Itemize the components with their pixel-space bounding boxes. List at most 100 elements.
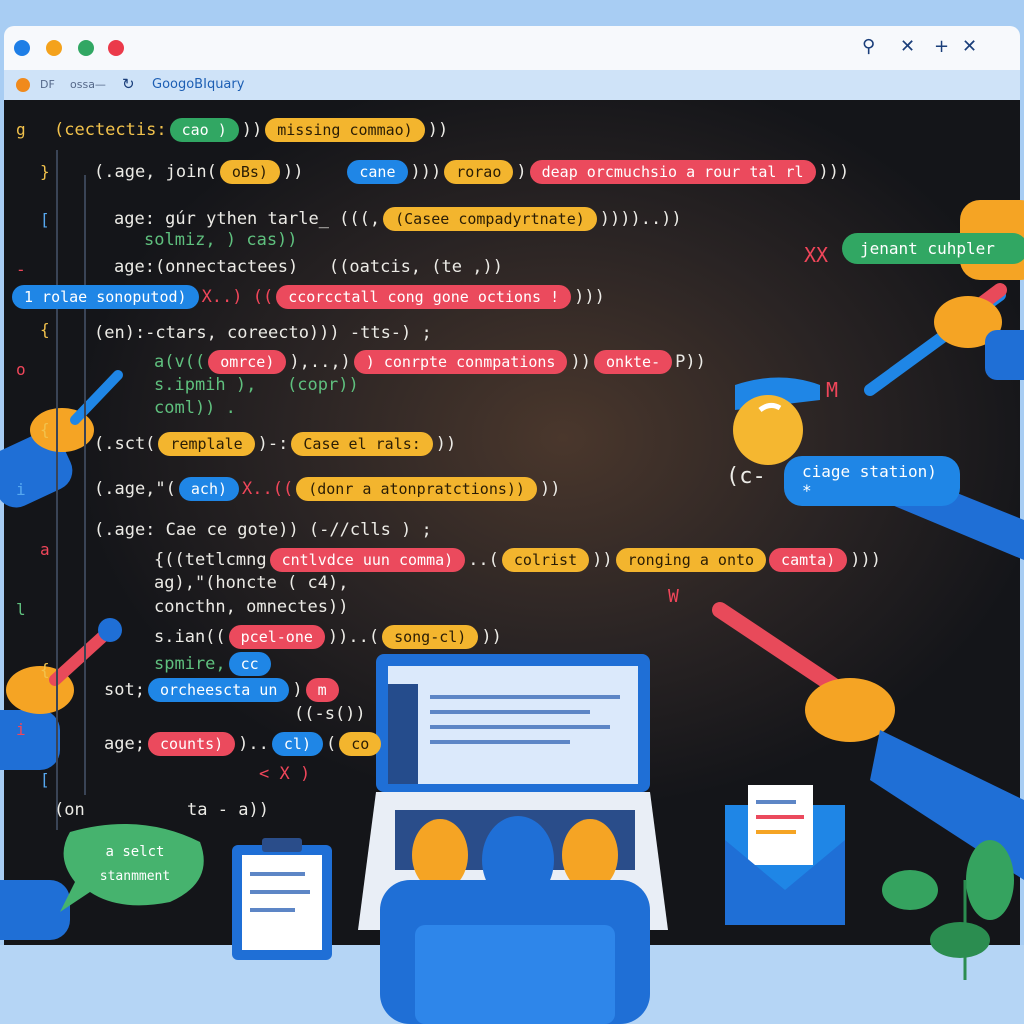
code-text: s.ian((	[154, 627, 226, 647]
star-icon: *	[802, 481, 812, 500]
code-highlight-pill[interactable]: oBs)	[219, 160, 280, 184]
window-titlebar: ⚲ ✕ + ✕	[4, 26, 1020, 70]
code-highlight-pill[interactable]: colrist	[501, 548, 590, 572]
code-line: concthn, omnectes))	[154, 597, 348, 617]
page-title: GoogoBIquary	[152, 77, 245, 92]
suggestion-pill-blue[interactable]: ciage station) *	[784, 456, 960, 506]
person-typing-icon	[380, 816, 650, 1024]
plus-icon[interactable]: +	[934, 36, 950, 57]
code-text: concthn, omnectes))	[154, 597, 349, 617]
close-icon[interactable]: ✕	[962, 36, 978, 57]
code-highlight-pill[interactable]: cao )	[169, 118, 239, 142]
code-highlight-pill[interactable]: missing commao)	[265, 118, 425, 142]
code-line: (en):-ctars, coreecto))) -tts-) ;	[94, 323, 432, 343]
code-text: ))	[539, 479, 561, 499]
code-highlight-pill[interactable]: co	[339, 732, 382, 756]
code-text: ag),"(honcte ( c4),	[154, 573, 349, 593]
code-highlight-pill[interactable]: song-cl)	[382, 625, 479, 649]
code-line: a(v((omrce)),..,)) conrpte conmpations))…	[154, 350, 706, 374]
gutter-glyph: {	[40, 660, 50, 679]
code-text: (en):-ctars, coreecto))) -tts-) ;	[94, 323, 432, 343]
code-highlight-pill[interactable]: ccorcctall cong gone octions !	[276, 285, 572, 309]
code-text: )..	[238, 734, 269, 754]
indent-guide	[56, 150, 58, 830]
code-text: ))	[282, 162, 345, 182]
code-highlight-pill[interactable]: remplale	[158, 432, 255, 456]
code-highlight-pill[interactable]: camta)	[769, 548, 848, 572]
code-highlight-pill[interactable]: (donr a atonpratctions))	[296, 477, 537, 501]
code-highlight-pill[interactable]: ) conrpte conmpations	[353, 350, 568, 374]
code-highlight-pill[interactable]: cntlvdce uun comma)	[269, 548, 466, 572]
code-highlight-pill[interactable]: pcel-one	[228, 625, 325, 649]
code-text: X..) ((	[201, 287, 274, 307]
code-text: (	[325, 734, 337, 754]
envelope-icon	[725, 785, 845, 925]
code-highlight-pill[interactable]: counts)	[147, 732, 236, 756]
code-highlight-pill[interactable]: cl)	[271, 732, 323, 756]
window-control-green[interactable]	[78, 40, 94, 56]
code-text: ))	[481, 627, 502, 647]
reload-icon[interactable]: ↻	[122, 75, 135, 93]
code-highlight-pill[interactable]: cc	[228, 652, 271, 676]
search-icon[interactable]: ⚲	[862, 36, 876, 57]
code-highlight-pill[interactable]: m	[305, 678, 339, 702]
code-line: age: gúr ythen tarle_ (((,(Casee compady…	[114, 207, 682, 231]
close-icon[interactable]: ✕	[900, 36, 916, 57]
code-highlight-pill[interactable]: deap orcmuchsio a rour tal rl	[529, 160, 816, 184]
code-text: s.ipmih ), (copr))	[154, 375, 359, 395]
window-control-yellow[interactable]	[46, 40, 62, 56]
code-line: sot;orcheescta un)m	[104, 678, 339, 702]
code-line: 1 rolae sonoputod)X..) ((ccorcctall cong…	[12, 285, 605, 309]
code-editor[interactable]: g } [ - { o { i a l { i [ (cectectis:cao…	[4, 100, 1024, 945]
code-line: solmiz, ) cas))	[144, 230, 298, 250]
code-text: ))	[427, 120, 449, 140]
code-text: (.age,"(	[94, 479, 176, 499]
code-line: < X )	[259, 764, 310, 784]
code-text: )))	[410, 162, 442, 182]
favicon	[16, 78, 30, 92]
code-text: < X )	[259, 764, 311, 784]
code-highlight-pill[interactable]: rorao	[444, 160, 514, 184]
code-text: X..((	[242, 479, 294, 499]
code-highlight-pill[interactable]: 1 rolae sonoputod)	[12, 285, 199, 309]
code-text: ))	[435, 434, 457, 454]
code-highlight-pill[interactable]: Case el rals:	[291, 432, 433, 456]
code-line: age;counts))..cl)(co	[104, 732, 382, 756]
address-label: ossa—	[70, 78, 106, 91]
gutter-glyph: i	[16, 480, 26, 499]
bubble-line-1: a selct	[105, 844, 164, 860]
gutter-glyph: {	[40, 320, 50, 339]
code-line: spmire,cc	[154, 652, 271, 676]
lightbulb-icon	[733, 377, 820, 465]
code-highlight-pill[interactable]: ach)	[178, 477, 240, 501]
error-mark: M	[826, 378, 839, 402]
window-control-red[interactable]	[108, 40, 124, 56]
code-line: coml)) .	[154, 398, 236, 418]
code-text: (.age, join(	[94, 162, 217, 182]
bubble-line-2: stanmment	[100, 869, 170, 884]
address-bar[interactable]: DF ossa— ↻ GoogoBIquary	[4, 70, 1020, 100]
code-text: )))	[850, 550, 881, 570]
pill-label: ciage station)	[802, 462, 937, 481]
gutter-glyph: g	[16, 120, 26, 139]
code-highlight-pill[interactable]: onkte-	[593, 350, 673, 374]
code-highlight-pill[interactable]: cane	[347, 160, 408, 184]
code-line: (.age,"(ach)X..(((donr a atonpratctions)…	[94, 477, 560, 501]
suggestion-pill-green[interactable]: jenant cuhpler	[842, 233, 1024, 264]
code-highlight-pill[interactable]: ronging a onto	[615, 548, 767, 572]
code-text: )))	[818, 162, 850, 182]
code-text: ))	[592, 550, 613, 570]
code-highlight-pill[interactable]: omrce)	[208, 350, 287, 374]
code-line: (.sct(remplale)-:Case el rals:))	[94, 432, 456, 456]
code-highlight-pill[interactable]: orcheescta un	[147, 678, 290, 702]
code-line: ag),"(honcte ( c4),	[154, 573, 348, 593]
code-highlight-pill[interactable]: (Casee compadyrtnate)	[383, 207, 597, 231]
code-line: ((-s())	[294, 704, 366, 724]
code-text: ),..,)	[289, 352, 351, 372]
code-text: ))	[241, 120, 263, 140]
gutter-glyph: a	[40, 540, 50, 559]
code-text: ..(	[468, 550, 499, 570]
code-line: s.ian((pcel-one))..(song-cl)))	[154, 625, 502, 649]
window-control-blue[interactable]	[14, 40, 30, 56]
